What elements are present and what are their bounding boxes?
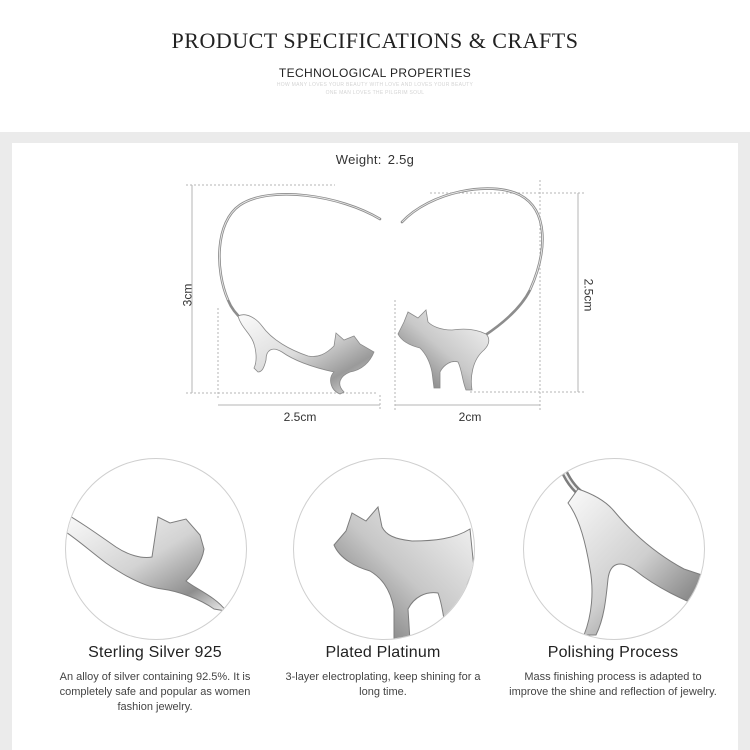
feature-description: Mass finishing process is adapted to imp… [509,671,717,698]
tagline-line-1: HOW MANY LOVES YOUR BEAUTY WITH LOVE AND… [276,82,474,88]
right-earring-cat [397,309,490,391]
section-subtitle: TECHNOLOGICAL PROPERTIES [278,66,472,80]
cat-tail-closeup-icon [555,459,704,636]
feature-title: Polishing Process [547,644,679,661]
left-height-dimension: 3cm [180,283,195,307]
right-width-dimension: 2cm [458,410,482,424]
left-width-dimension: 2.5cm [283,410,317,424]
page-title: PRODUCT SPECIFICATIONS & CRAFTS [171,28,579,53]
header: PRODUCT SPECIFICATIONS & CRAFTS TECHNOLO… [0,0,750,132]
feature-description: 3-layer electroplating, keep shining for… [285,671,481,698]
dimension-lines [186,180,584,412]
feature-title: Sterling Silver 925 [88,644,222,661]
standing-cat-closeup-icon [333,505,474,639]
standing-cat-closeup-image [293,458,475,640]
feature-description: An alloy of silver containing 92.5%. It … [59,671,251,713]
feature-title: Plated Platinum [325,644,441,661]
right-height-dimension: 2.5cm [581,278,596,312]
tagline-line-2: ONE MAN LOVES THE PILGRIM SOUL [325,90,425,96]
stretching-cat-closeup-icon [66,513,228,612]
left-earring-cat [237,314,375,395]
weight-spec: Weight: 2.5g [0,152,750,167]
stretching-cat-closeup-image [65,458,247,640]
weight-value: 2.5g [387,152,415,167]
weight-label: Weight: [335,152,382,167]
cat-tail-closeup-image [523,458,705,640]
specs-panel [12,143,738,750]
left-earring-wire [218,193,382,322]
